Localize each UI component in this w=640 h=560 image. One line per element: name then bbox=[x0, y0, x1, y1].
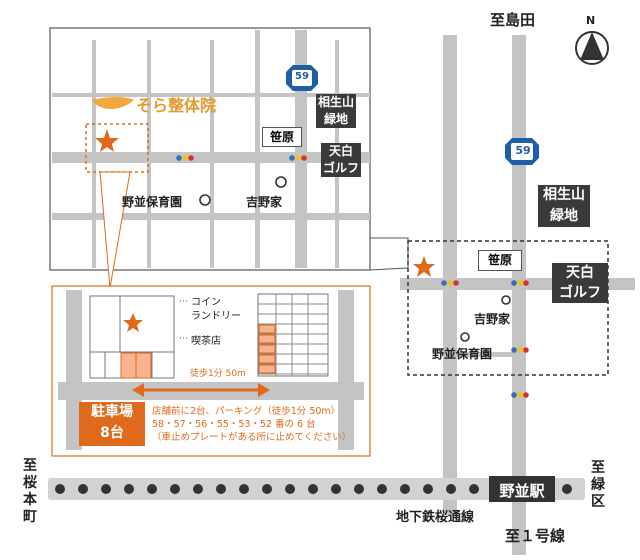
route-59-badge bbox=[505, 138, 539, 165]
subway-dot bbox=[239, 484, 249, 494]
subway-dot bbox=[285, 484, 295, 494]
reserved-parking-space bbox=[258, 334, 276, 344]
yoshinoya-label-inset: 吉野家 bbox=[246, 195, 283, 209]
nursery-marker-inset bbox=[199, 194, 211, 206]
traffic-signal-icon bbox=[511, 392, 529, 398]
direction-route1: 至１号線 bbox=[505, 527, 566, 545]
side-road bbox=[457, 352, 512, 357]
traffic-signal-icon bbox=[511, 280, 529, 286]
subway-dot bbox=[147, 484, 157, 494]
subway-dot bbox=[101, 484, 111, 494]
inset-road-v1 bbox=[92, 40, 96, 268]
inset-road-v4 bbox=[255, 30, 260, 268]
direction-midori-ku: 至緑区 bbox=[591, 460, 605, 510]
subway-line-label: 地下鉄桜通線 bbox=[396, 510, 475, 525]
traffic-signal-icon bbox=[289, 155, 307, 161]
parking-title: 駐車場 bbox=[91, 404, 133, 420]
subway-dot bbox=[55, 484, 65, 494]
traffic-signal-icon bbox=[441, 280, 459, 286]
traffic-signal-icon bbox=[511, 347, 529, 353]
subway-dot bbox=[400, 484, 410, 494]
compass-label: N bbox=[586, 14, 596, 27]
subway-dot bbox=[354, 484, 364, 494]
route-59-label: 59 bbox=[515, 144, 531, 157]
tenpaku-golf-label-inset: 天白ゴルフ bbox=[321, 143, 361, 177]
aioiyama-label: 相生山緑地 bbox=[538, 185, 590, 227]
subway-dot bbox=[216, 484, 226, 494]
clinic-logo-icon bbox=[92, 97, 134, 109]
subway-dot bbox=[331, 484, 341, 494]
yoshinoya-marker bbox=[501, 295, 511, 305]
subway-dot bbox=[78, 484, 88, 494]
reserved-parking-space bbox=[258, 354, 276, 364]
nursery-marker bbox=[460, 332, 470, 342]
reserved-parking-space bbox=[258, 344, 276, 354]
parking-line-1: 店舗前に2台、パーキング（徒歩1分 50m） bbox=[152, 406, 341, 417]
subway-dot bbox=[377, 484, 387, 494]
subway-dot bbox=[446, 484, 456, 494]
aioiyama-label-inset: 相生山緑地 bbox=[316, 94, 356, 128]
subway-dot bbox=[170, 484, 180, 494]
clinic-name: そら整体院 bbox=[136, 96, 217, 115]
callout-triangle bbox=[99, 171, 131, 289]
tenpaku-golf-label: 天白ゴルフ bbox=[552, 263, 608, 303]
clinic-area-highlight bbox=[407, 240, 609, 376]
subway-dot bbox=[262, 484, 272, 494]
walk-label: 徒歩1分 50m bbox=[190, 369, 246, 379]
traffic-signal-icon bbox=[176, 155, 194, 161]
route-59-badge-inset bbox=[286, 65, 318, 91]
subway-dots bbox=[55, 484, 572, 494]
parking-line-3: （車止めプレートがある所に止めてください） bbox=[152, 432, 352, 443]
parking-line-2: 58・57・56・55・53・52 番の 6 台 bbox=[152, 419, 316, 430]
inset-road-v3 bbox=[210, 40, 214, 268]
clinic-star-main bbox=[413, 256, 435, 277]
nursery-label: 野並保育園 bbox=[432, 347, 493, 361]
parking-badge: 駐車場 8台 bbox=[79, 402, 145, 446]
clinic-star-inset bbox=[95, 129, 119, 152]
parking-road-v1 bbox=[66, 290, 82, 450]
reserved-parking-space bbox=[258, 324, 276, 334]
sasahara-label: 笹原 bbox=[478, 250, 522, 271]
parking-road-v2 bbox=[338, 290, 354, 450]
subway-dot bbox=[193, 484, 203, 494]
parking-count: 8台 bbox=[100, 425, 124, 441]
subway-dot bbox=[562, 484, 572, 494]
route-59-label-inset: 59 bbox=[295, 71, 309, 82]
direction-north: 至島田 bbox=[490, 11, 536, 29]
direction-sakuramotomachi: 至桜本町 bbox=[23, 458, 37, 525]
subway-dot bbox=[124, 484, 134, 494]
callout-connector bbox=[369, 237, 409, 271]
cafe-label: 喫茶店 bbox=[191, 336, 221, 347]
station-label: 野並駅 bbox=[499, 482, 545, 500]
clinic-star-parking bbox=[123, 313, 143, 332]
traffic-signals bbox=[176, 155, 529, 398]
yoshinoya-marker-inset bbox=[275, 176, 287, 188]
coin-laundry-label: コイン ランドリー bbox=[191, 297, 241, 322]
sasahara-label-inset: 笹原 bbox=[262, 127, 302, 147]
station-box bbox=[489, 476, 555, 502]
reserved-parking-space bbox=[258, 364, 276, 374]
yoshinoya-label: 吉野家 bbox=[474, 312, 511, 326]
subway-dot bbox=[308, 484, 318, 494]
subway-dot bbox=[469, 484, 479, 494]
inset-road-v2 bbox=[147, 40, 151, 268]
main-road-vertical-west bbox=[443, 35, 457, 515]
subway-dot bbox=[423, 484, 433, 494]
nursery-label-inset: 野並保育園 bbox=[122, 195, 183, 209]
